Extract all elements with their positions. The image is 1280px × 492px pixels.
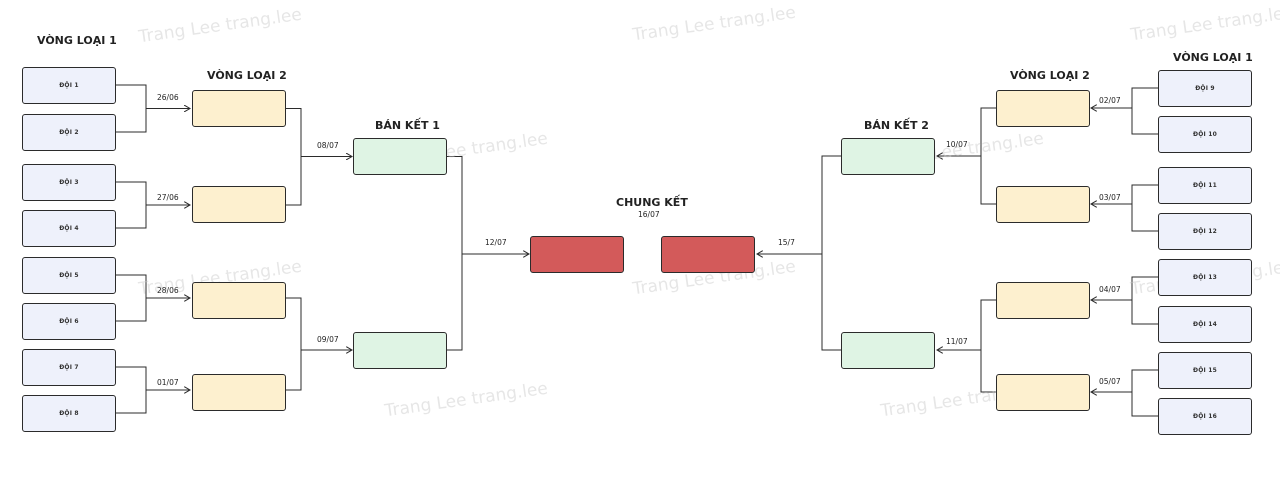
final-slot-right	[661, 236, 755, 273]
team-box: ĐỘI 3	[22, 164, 116, 201]
match-date: 10/07	[946, 140, 968, 149]
header-left-semifinal: BÁN KẾT 1	[375, 119, 440, 132]
final-date: 16/07	[638, 210, 660, 219]
team-box: ĐỘI 2	[22, 114, 116, 151]
match-date: 01/07	[157, 378, 179, 387]
header-right-round1: VÒNG LOẠI 1	[1173, 51, 1253, 64]
team-box: ĐỘI 16	[1158, 398, 1252, 435]
header-left-round2: VÒNG LOẠI 2	[207, 69, 287, 82]
final-slot-left	[530, 236, 624, 273]
team-box: ĐỘI 9	[1158, 70, 1252, 107]
header-final: CHUNG KẾT	[616, 196, 688, 209]
round2-slot	[192, 186, 286, 223]
match-date: 03/07	[1099, 193, 1121, 202]
header-left-round1: VÒNG LOẠI 1	[37, 34, 117, 47]
watermark-text: Trang Lee trang.lee	[383, 378, 550, 422]
match-date: 27/06	[157, 193, 179, 202]
match-date: 09/07	[317, 335, 339, 344]
match-date: 05/07	[1099, 377, 1121, 386]
match-date: 04/07	[1099, 285, 1121, 294]
round2-slot	[996, 282, 1090, 319]
team-box: ĐỘI 6	[22, 303, 116, 340]
semifinal-slot	[841, 332, 935, 369]
team-box: ĐỘI 10	[1158, 116, 1252, 153]
match-date: 11/07	[946, 337, 968, 346]
round2-slot	[192, 374, 286, 411]
match-date: 15/7	[778, 238, 795, 247]
match-date: 26/06	[157, 93, 179, 102]
team-box: ĐỘI 12	[1158, 213, 1252, 250]
match-date: 28/06	[157, 286, 179, 295]
round2-slot	[192, 90, 286, 127]
team-box: ĐỘI 4	[22, 210, 116, 247]
semifinal-slot	[353, 332, 447, 369]
round2-slot	[192, 282, 286, 319]
header-right-semifinal: BÁN KẾT 2	[864, 119, 929, 132]
round2-slot	[996, 374, 1090, 411]
team-box: ĐỘI 5	[22, 257, 116, 294]
team-box: ĐỘI 14	[1158, 306, 1252, 343]
team-box: ĐỘI 1	[22, 67, 116, 104]
semifinal-slot	[353, 138, 447, 175]
team-box: ĐỘI 13	[1158, 259, 1252, 296]
team-box: ĐỘI 11	[1158, 167, 1252, 204]
team-box: ĐỘI 15	[1158, 352, 1252, 389]
header-right-round2: VÒNG LOẠI 2	[1010, 69, 1090, 82]
watermark-text: Trang Lee trang.lee	[1129, 2, 1280, 46]
round2-slot	[996, 90, 1090, 127]
match-date: 12/07	[485, 238, 507, 247]
team-box: ĐỘI 8	[22, 395, 116, 432]
match-date: 08/07	[317, 141, 339, 150]
team-box: ĐỘI 7	[22, 349, 116, 386]
watermark-text: Trang Lee trang.lee	[137, 4, 304, 48]
round2-slot	[996, 186, 1090, 223]
watermark-text: Trang Lee trang.lee	[631, 2, 798, 46]
match-date: 02/07	[1099, 96, 1121, 105]
semifinal-slot	[841, 138, 935, 175]
